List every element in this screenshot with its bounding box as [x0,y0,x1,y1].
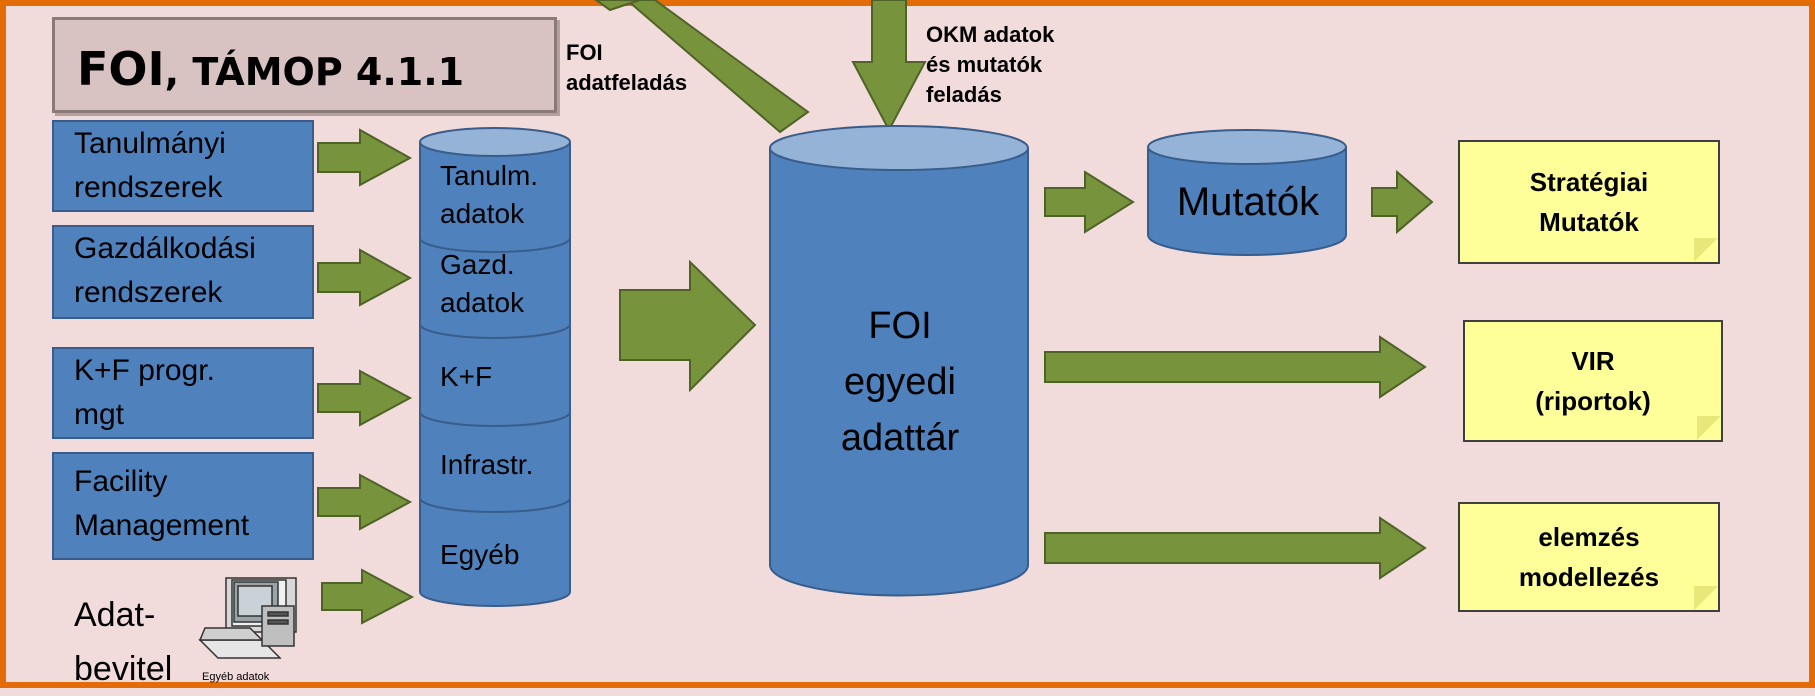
stack-label-gazd: Gazd. adatok [440,249,525,318]
computer-icon [198,577,297,659]
okm-upload-label: OKM adatok és mutatók feladás [926,22,1055,107]
stack-label-egyeb: Egyéb [440,539,520,570]
stack-divider-2 [419,323,571,339]
output-strategiai-label: Stratégiai Mutatók [1529,167,1649,237]
output-elemzes: elemzés modellezés [1458,502,1720,612]
mutatok-store-top [1147,129,1347,165]
arrow-foi-to-elemzes [1044,516,1427,580]
page-fold-icon [1694,586,1718,610]
stack-divider-1 [419,237,571,253]
source-box-kf: K+F progr. mgt [52,347,314,439]
arrow-foi-to-vir [1044,335,1427,399]
stack-body [419,142,571,607]
stack-divider-3 [419,411,571,427]
arrow-gazdalkodasi-to-stack [317,248,413,307]
foi-store-top [769,125,1029,171]
arrow-foi-upload-head [594,0,641,12]
arrow-tanulmanyi-to-stack [317,128,413,187]
foi-upload-label: FOI adatfeladás [566,40,688,95]
arrow-stack-to-foi [619,259,757,393]
stack-label-infrastr: Infrastr. [440,449,534,480]
source-box-tanulmanyi: Tanulmányi rendszerek [52,120,314,212]
arrow-facility-to-stack [317,473,413,531]
arrow-foi-upload [625,0,810,134]
stack-top [419,127,571,157]
page-title: FOI, TÁMOP 4.1.1 [77,46,464,92]
output-strategiai-mutatok: Stratégiai Mutatók [1458,140,1720,264]
stack-label-kf: K+F [440,361,493,392]
title-rest: , TÁMOP 4.1.1 [164,50,465,94]
stack-divider-4 [419,497,571,513]
source-box-facility: Facility Management [52,452,314,560]
page-fold-icon [1697,416,1721,440]
mutatok-store-label: Mutatók [1176,180,1320,224]
data-entry-label: Adat- bevitel [74,596,173,688]
arrow-mutatok-to-strategiai [1371,169,1434,235]
stack-label-tanulm: Tanulm. adatok [440,160,539,229]
title-main: FOI [77,42,165,96]
foi-store-label: FOI egyedi adattár [840,305,960,459]
arrow-kf-to-stack [317,369,413,427]
output-vir: VIR (riportok) [1463,320,1723,442]
data-entry-caption: Egyéb adatok [202,671,270,683]
arrow-adatbevitel-to-stack [321,568,415,625]
output-elemzes-label: elemzés modellezés [1518,522,1660,592]
source-box-gazdalkodasi: Gazdálkodási rendszerek [52,225,314,319]
title-box: FOI, TÁMOP 4.1.1 [52,17,557,113]
foi-store-body [769,148,1029,597]
arrow-foi-to-mutatok [1044,170,1135,234]
mutatok-store-body [1147,147,1347,256]
output-vir-label: VIR (riportok) [1535,346,1651,416]
page-fold-icon [1694,238,1718,262]
arrow-okm-download [851,0,927,133]
